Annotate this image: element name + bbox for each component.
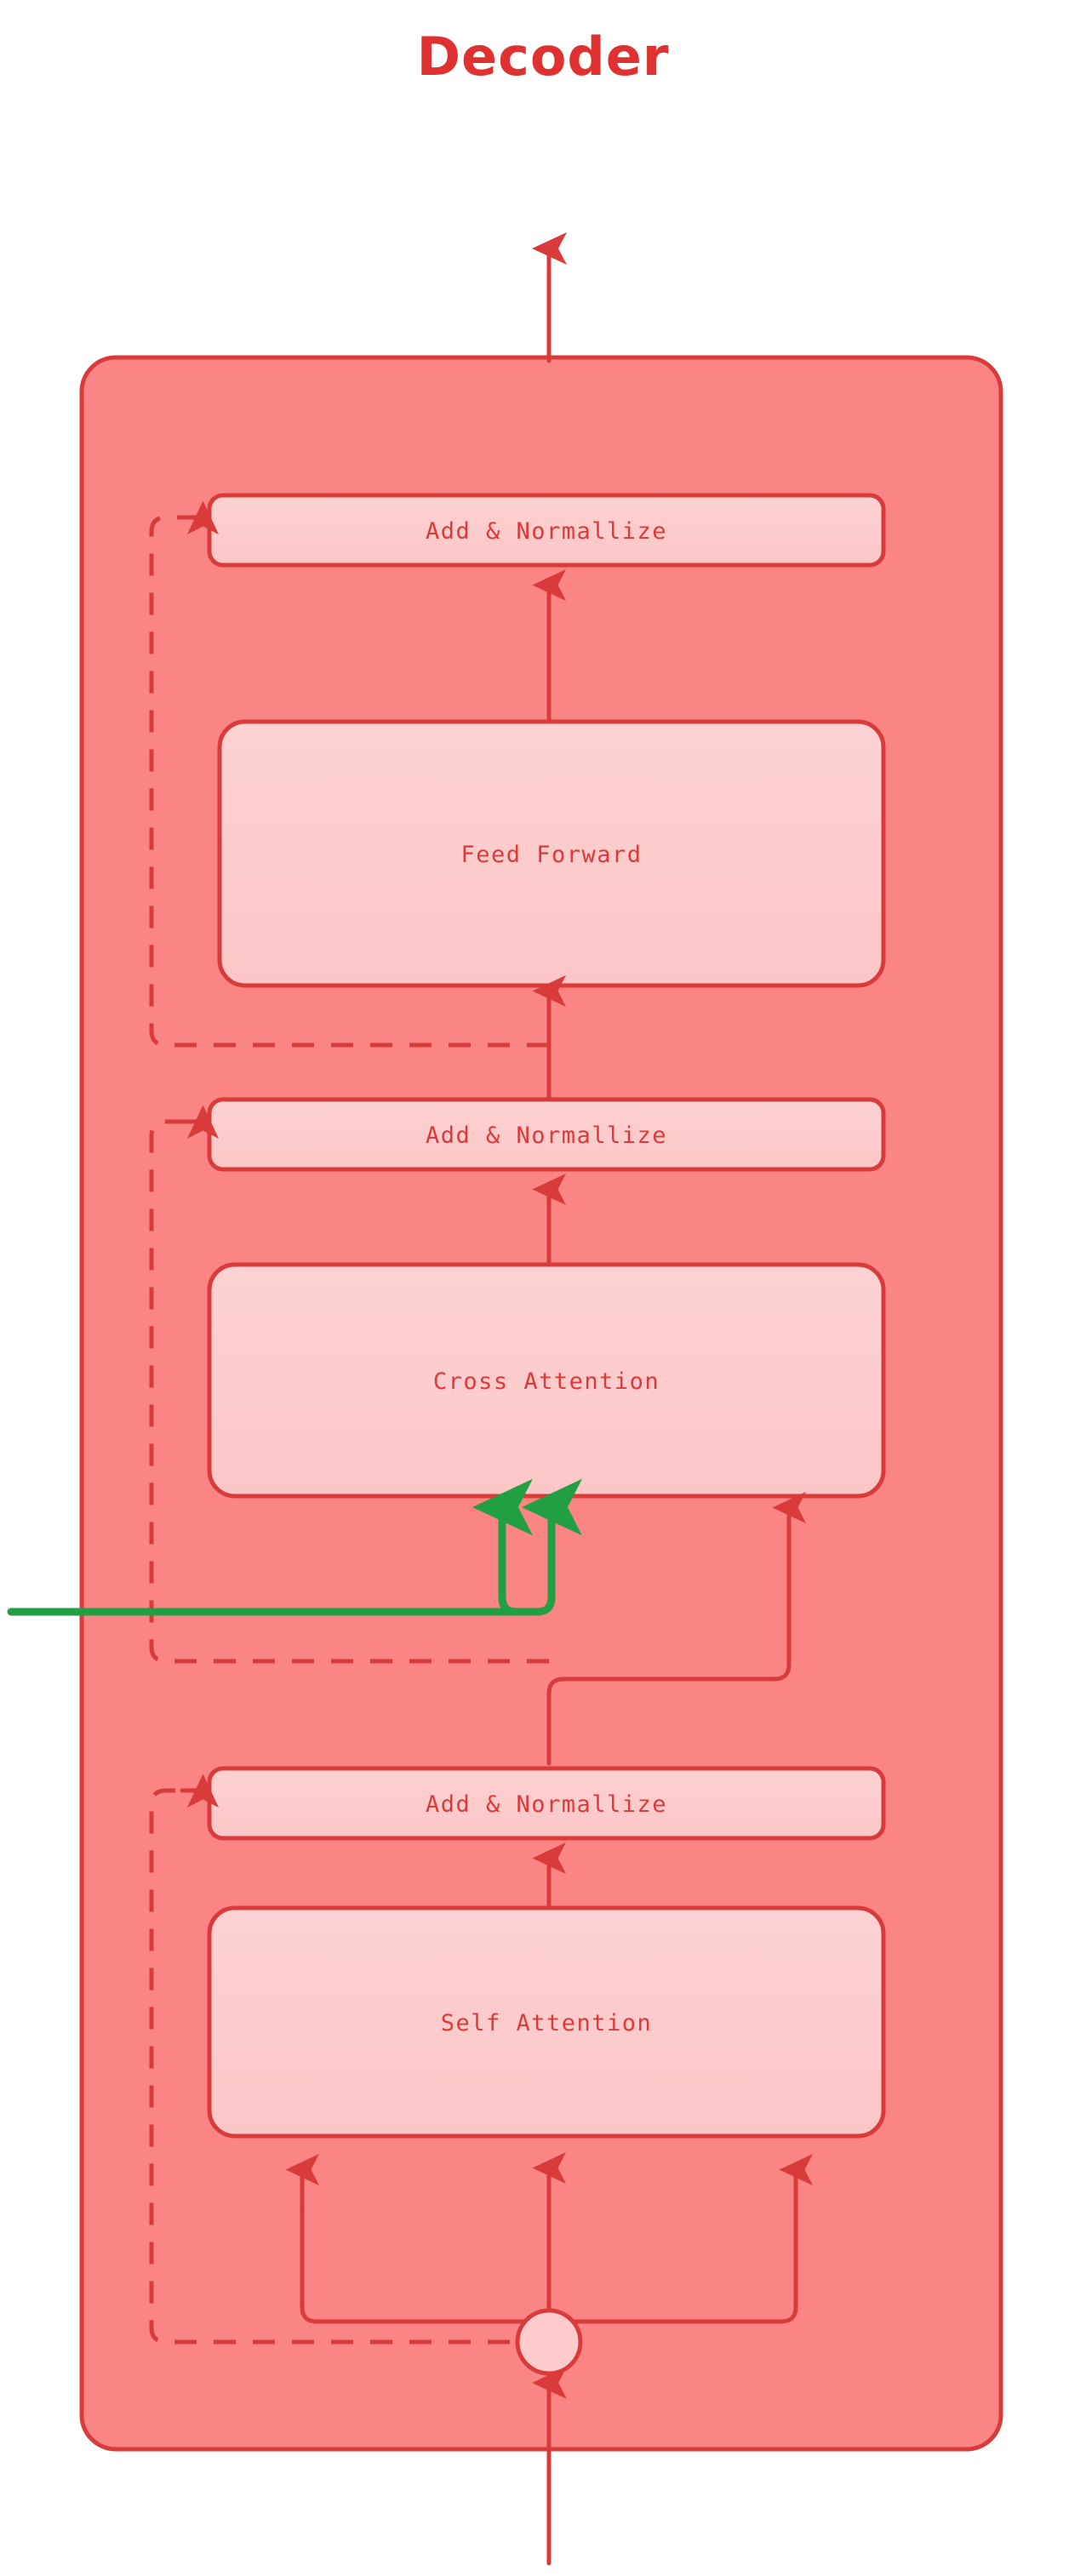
feed-forward-label: Feed Forward	[460, 842, 642, 868]
add-norm-bottom-block[interactable]: Add & Normallize	[207, 1766, 886, 1841]
add-norm-top-block[interactable]: Add & Normallize	[207, 493, 886, 568]
add-norm-top-label: Add & Normallize	[426, 518, 667, 545]
self-attention-rect[interactable]	[207, 1905, 886, 2139]
add-norm-mid-label: Add & Normallize	[426, 1122, 667, 1149]
self-attention-block[interactable]: Self Attention	[207, 1905, 886, 2139]
page-title: Decoder	[417, 26, 670, 88]
cross-attention-block[interactable]: Cross Attention	[207, 1262, 886, 1499]
residual-dashed-bottom	[149, 1788, 549, 2345]
self-attention-label: Self Attention	[441, 2010, 653, 2036]
query-path-to-crossattention	[546, 1521, 792, 1766]
residual-dashed-top	[149, 515, 549, 1048]
cross-attention-label: Cross Attention	[433, 1368, 660, 1395]
embedding-sum-node[interactable]	[515, 2308, 583, 2376]
add-norm-bottom-label: Add & Normallize	[426, 1791, 667, 1818]
encoder-output-green-branch-right	[512, 1519, 556, 1616]
add-norm-mid-block[interactable]: Add & Normallize	[207, 1097, 886, 1172]
feed-forward-block[interactable]: Feed Forward	[217, 719, 886, 988]
